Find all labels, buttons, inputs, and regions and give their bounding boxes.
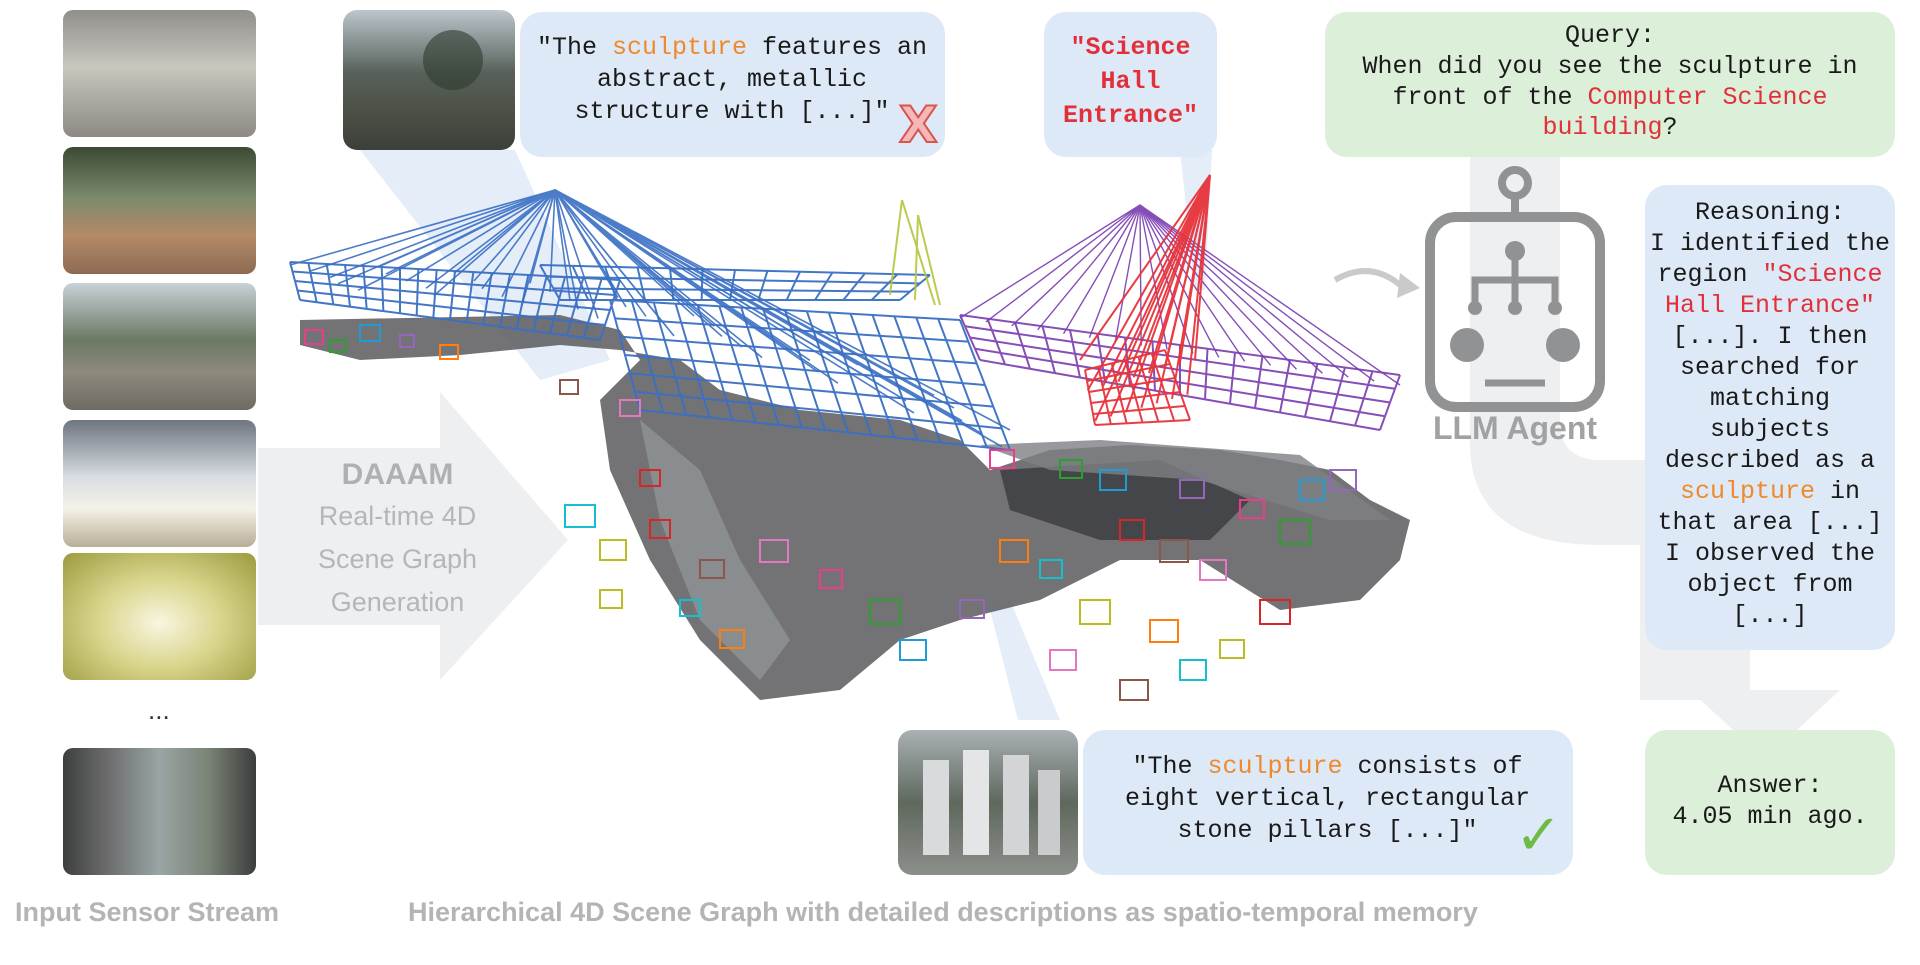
llm-agent-label: LLM Agent xyxy=(1432,410,1598,446)
bounding-box xyxy=(599,589,623,609)
correct-desc-line-1: "The sculpture consists of xyxy=(1132,752,1523,781)
bounding-box xyxy=(1119,519,1145,541)
wrong-desc-line-1: "The sculpture features an xyxy=(536,33,928,62)
pipeline-line-3: Generation xyxy=(330,587,465,617)
reasoning-line-10: that area [...] xyxy=(1657,508,1883,537)
bounding-box xyxy=(899,639,927,661)
bounding-box xyxy=(1149,619,1179,643)
bounding-box xyxy=(1239,499,1265,519)
sensor-frame-6 xyxy=(63,748,256,875)
bounding-box xyxy=(1179,659,1207,681)
bounding-box xyxy=(1219,639,1245,659)
wrong-mark-icon: X xyxy=(898,96,939,154)
bounding-box xyxy=(304,329,324,345)
reasoning-line-12: object from xyxy=(1687,570,1853,599)
bounding-box xyxy=(719,629,745,649)
pipeline-name: DAAAM xyxy=(341,458,454,491)
sensor-ellipsis: ... xyxy=(148,695,170,725)
bounding-box xyxy=(1279,519,1311,545)
bounding-box xyxy=(564,504,596,528)
sensor-frame-4 xyxy=(63,420,256,547)
region-label-line-3: Entrance" xyxy=(1062,101,1199,130)
reasoning-line-9: sculpture in xyxy=(1679,477,1861,506)
bounding-box xyxy=(399,334,415,348)
correct-mark-icon: ✓ xyxy=(1515,803,1562,868)
reasoning-line-5: searched for xyxy=(1679,353,1861,382)
bounding-box xyxy=(1039,559,1063,579)
sculpture-photo-pillars xyxy=(898,730,1078,875)
reasoning-line-3: Hall Entrance" xyxy=(1664,291,1876,320)
correct-desc-line-2: eight vertical, rectangular xyxy=(1124,784,1531,813)
bounding-box xyxy=(1299,479,1325,501)
bounding-box xyxy=(1199,559,1227,581)
reasoning-bubble xyxy=(1645,185,1895,650)
query-line-1: When did you see the sculpture in xyxy=(1362,52,1858,81)
bounding-box xyxy=(679,599,701,617)
wrong-desc-line-2: abstract, metallic xyxy=(596,65,868,94)
bounding-box xyxy=(869,599,901,625)
sensor-frame-1 xyxy=(63,10,256,137)
sensor-frame-2 xyxy=(63,147,256,274)
bounding-box xyxy=(819,569,843,589)
query-line-3: building? xyxy=(1542,113,1678,142)
answer-value: 4.05 min ago. xyxy=(1672,802,1868,831)
bounding-box xyxy=(439,344,459,360)
sculpture-photo-abstract xyxy=(343,10,515,150)
correct-desc-line-3: stone pillars [...]" xyxy=(1177,816,1478,845)
answer-title: Answer: xyxy=(1717,771,1823,800)
bounding-box xyxy=(1119,679,1149,701)
bounding-box xyxy=(759,539,789,563)
reasoning-line-2: region "Science xyxy=(1657,260,1883,289)
query-bubble xyxy=(1325,12,1895,157)
region-label-line-1: "Science xyxy=(1070,33,1191,62)
bounding-box xyxy=(699,559,725,579)
answer-bubble xyxy=(1645,730,1895,875)
bounding-box xyxy=(1159,539,1189,563)
sensor-frame-3 xyxy=(63,283,256,410)
bounding-box xyxy=(619,399,641,417)
reasoning-line-13: [...] xyxy=(1732,601,1808,630)
region-label-line-2: Hall xyxy=(1100,67,1161,96)
reasoning-line-8: described as a xyxy=(1664,446,1876,475)
bounding-box xyxy=(1059,459,1083,479)
query-title: Query: xyxy=(1564,21,1655,50)
bounding-box xyxy=(1329,469,1357,491)
wrong-desc-line-3: structure with [...]" xyxy=(574,97,890,126)
reasoning-line-6: matching xyxy=(1709,384,1831,413)
bounding-box xyxy=(999,539,1029,563)
query-line-2: front of the Computer Science xyxy=(1392,83,1828,112)
reasoning-line-1: I identified the xyxy=(1649,229,1891,258)
reasoning-line-7: subjects xyxy=(1709,415,1831,444)
pipeline-line-2: Scene Graph xyxy=(317,544,478,574)
description-bubble-correct xyxy=(1083,730,1573,875)
bounding-box xyxy=(639,469,661,487)
description-bubble-wrong xyxy=(520,12,945,157)
reasoning-line-11: I observed the xyxy=(1664,539,1876,568)
llm-agent-robot-icon xyxy=(1333,166,1605,412)
bounding-box xyxy=(649,519,671,539)
scene-graph-caption: Hierarchical 4D Scene Graph with detaile… xyxy=(408,897,1478,927)
sensor-frame-5 xyxy=(63,553,256,680)
bounding-box xyxy=(329,339,347,353)
bounding-box xyxy=(1099,469,1127,491)
bounding-box xyxy=(989,449,1015,469)
pipeline-line-1: Real-time 4D xyxy=(318,501,477,531)
bounding-box xyxy=(1179,479,1205,499)
bounding-box xyxy=(1259,599,1291,625)
reasoning-line-4: [...]. I then xyxy=(1672,322,1868,351)
bounding-box xyxy=(559,379,579,395)
bounding-box xyxy=(1079,599,1111,625)
bounding-box xyxy=(599,539,627,561)
reasoning-title: Reasoning: xyxy=(1694,198,1846,227)
bounding-box xyxy=(959,599,985,619)
bounding-box xyxy=(1049,649,1077,671)
sensor-stream-caption: Input Sensor Stream xyxy=(15,897,280,927)
bounding-box xyxy=(359,324,381,342)
region-label-bubble xyxy=(1044,12,1217,157)
